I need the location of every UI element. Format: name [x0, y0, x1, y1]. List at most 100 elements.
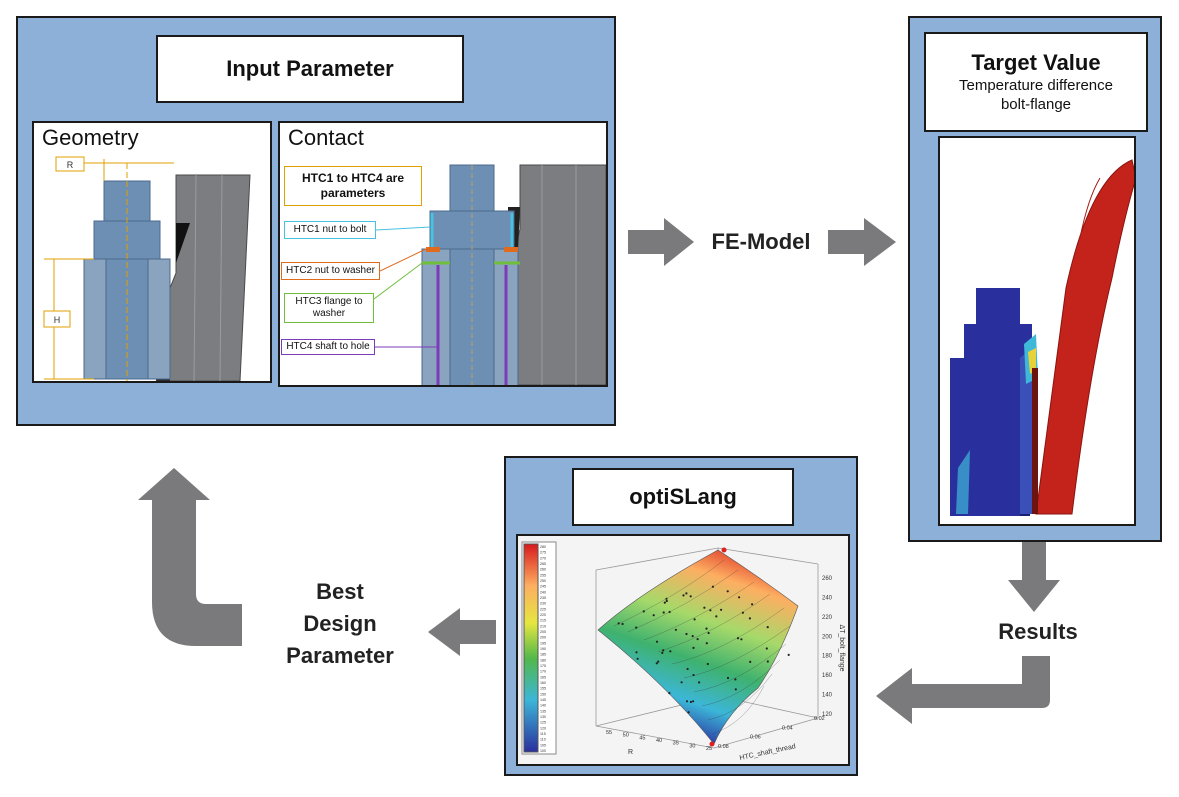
sample-point: [691, 635, 694, 638]
sample-point: [711, 585, 714, 588]
target-value-title-box: Target Value Temperature difference bolt…: [924, 32, 1148, 132]
sample-point: [748, 617, 751, 620]
min-marker: [709, 741, 715, 747]
sample-point: [709, 609, 712, 612]
htc2-callout: HTC2 nut to washer: [281, 262, 380, 280]
sample-point: [635, 626, 638, 629]
colorbar-tick: 190: [540, 647, 546, 651]
colorbar-tick: 130: [540, 715, 546, 719]
sample-point: [655, 662, 658, 665]
z-axis-label: ΔT_bolt_flange: [838, 624, 845, 671]
sample-point: [689, 595, 692, 598]
x-axis-label: HTC_shaft_thread: [739, 743, 797, 762]
colorbar-tick: 170: [540, 670, 546, 674]
sample-point: [657, 660, 660, 663]
colorbar-ticks: 2802752702652602552502452402352302252202…: [540, 545, 546, 753]
colorbar-tick: 120: [540, 726, 546, 730]
sample-point: [662, 611, 665, 614]
arrow-to-best-design: [428, 608, 496, 656]
contact-drawing: [373, 164, 606, 385]
colorbar-tick: 110: [540, 738, 546, 742]
response-surface-svg: 2802752702652602552502452402352302252202…: [521, 541, 845, 762]
colorbar-tick: 270: [540, 556, 546, 560]
colorbar-tick: 160: [540, 681, 546, 685]
colorbar-tick: 275: [540, 551, 546, 555]
z-tick: 200: [822, 634, 833, 640]
sample-point: [685, 632, 688, 636]
colorbar-tick: 155: [540, 687, 546, 691]
sample-point: [707, 631, 710, 635]
contact-card: Contact HTC: [278, 121, 608, 387]
sample-point: [692, 646, 695, 649]
sample-point: [693, 618, 696, 621]
colorbar-tick: 260: [540, 568, 546, 572]
temperature-contour-drawing: [950, 159, 1134, 516]
colorbar-tick: 180: [540, 658, 546, 662]
dim-h-label: H: [54, 315, 61, 325]
sample-point: [661, 651, 664, 654]
fe-model-label: FE-Model: [711, 229, 811, 254]
sample-point: [655, 640, 659, 643]
sample-points: [617, 585, 790, 714]
sample-point: [715, 615, 718, 618]
x-tick: 0.08: [718, 744, 729, 750]
colorbar-tick: 125: [540, 721, 546, 725]
htc4-callout: HTC4 shaft to hole: [281, 339, 375, 355]
response-surface: [597, 549, 799, 745]
sample-point: [720, 608, 723, 611]
sample-point: [662, 649, 665, 652]
z-tick: 240: [822, 595, 833, 601]
sample-point: [635, 651, 638, 654]
colorbar-tick: 145: [540, 698, 546, 702]
sample-point: [749, 660, 752, 663]
contact-label: Contact: [288, 125, 364, 150]
colorbar-tick: 230: [540, 602, 546, 606]
sample-point: [674, 628, 677, 631]
colorbar-tick: 105: [540, 743, 546, 747]
optislang-panel: optiSLang: [504, 456, 858, 776]
sample-point: [751, 603, 754, 606]
sample-point: [705, 627, 708, 630]
arrow-to-optislang: [876, 656, 1050, 724]
y-tick: 50: [623, 733, 629, 739]
colorbar-tick: 150: [540, 692, 546, 696]
colorbar-tick: 220: [540, 613, 546, 617]
colorbar-tick: 115: [540, 732, 546, 736]
y-tick: 35: [673, 741, 679, 747]
sample-point: [741, 611, 744, 614]
sample-point: [636, 657, 639, 660]
y-tick: 45: [639, 735, 645, 741]
arrow-to-fe-model: [628, 218, 694, 266]
z-tick: 220: [822, 615, 833, 621]
sample-point: [706, 662, 709, 666]
temperature-result-view: [938, 136, 1136, 526]
colorbar-tick: 185: [540, 653, 546, 657]
colorbar-tick: 215: [540, 619, 546, 623]
y-tick: 55: [606, 730, 612, 736]
best-design-line1: Best: [316, 579, 364, 604]
sample-point: [668, 692, 671, 695]
optislang-title-box: optiSLang: [572, 468, 794, 526]
colorbar-tick: 255: [540, 573, 546, 577]
colorbar-tick: 200: [540, 636, 546, 640]
target-value-panel: Target Value Temperature difference bolt…: [908, 16, 1162, 542]
arrow-to-input: [138, 468, 242, 646]
colorbar-tick: 100: [540, 749, 546, 753]
geometry-card: Geometry R H: [32, 121, 272, 383]
sample-point: [668, 610, 671, 614]
colorbar-tick: 240: [540, 590, 546, 594]
sample-point: [685, 592, 688, 595]
sample-point: [787, 653, 790, 656]
htc1-callout: HTC1 nut to bolt: [284, 221, 376, 239]
sample-point: [696, 638, 699, 641]
results-label: Results: [998, 619, 1078, 644]
htc3-callout: HTC3 flange to washer: [284, 293, 374, 323]
colorbar-tick: 235: [540, 596, 546, 600]
target-value-title: Target Value: [971, 50, 1101, 75]
sample-point: [726, 676, 730, 680]
optimum-marker: [721, 547, 727, 553]
colorbar-tick: 265: [540, 562, 546, 566]
colorbar-tick: 245: [540, 585, 546, 589]
dim-r-label: R: [67, 160, 74, 170]
